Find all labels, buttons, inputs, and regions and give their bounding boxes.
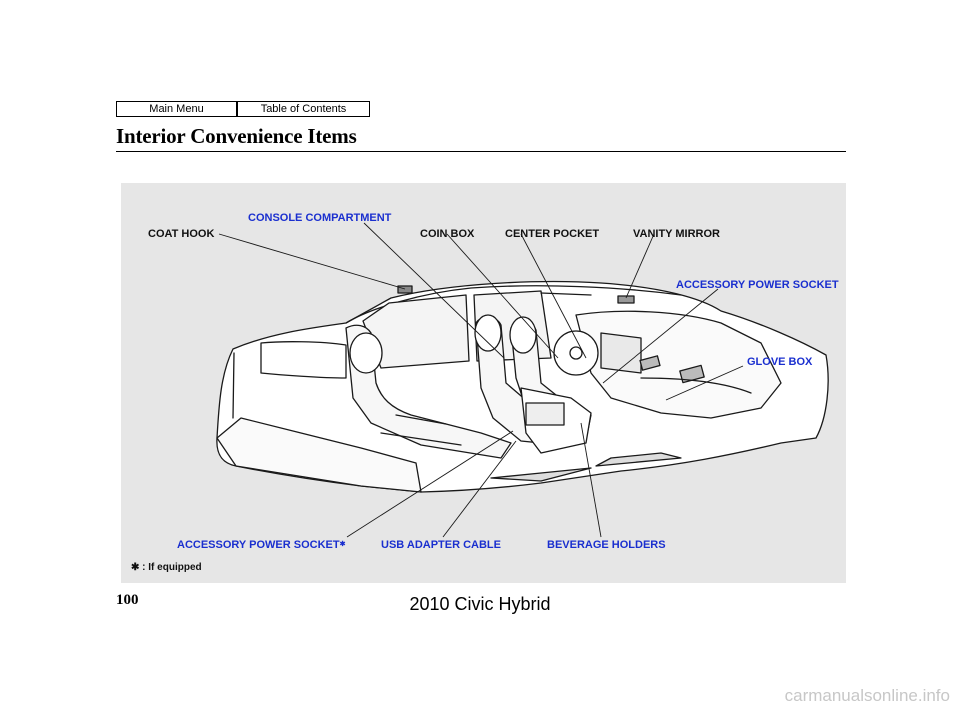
callout-coat-hook: COAT HOOK [148, 228, 215, 240]
callout-console-compartment: CONSOLE COMPARTMENT [248, 212, 392, 224]
callout-accessory-power-socket-console-label: ACCESSORY POWER SOCKET [177, 539, 340, 551]
if-equipped-mark: ✱ [339, 541, 346, 548]
main-menu-button[interactable]: Main Menu [116, 101, 237, 117]
callout-vanity-mirror: VANITY MIRROR [633, 228, 720, 240]
table-of-contents-button[interactable]: Table of Contents [237, 101, 370, 117]
interior-figure: COAT HOOK CONSOLE COMPARTMENT COIN BOX C… [121, 183, 846, 583]
callout-beverage-holders: BEVERAGE HOLDERS [547, 539, 666, 551]
callout-coin-box: COIN BOX [420, 228, 475, 240]
callout-accessory-power-socket-console: ACCESSORY POWER SOCKET✱ [177, 539, 345, 551]
page-number: 100 [116, 592, 139, 608]
callout-accessory-power-socket-front: ACCESSORY POWER SOCKET [676, 279, 839, 291]
model-name: 2010 Civic Hybrid [409, 594, 551, 614]
watermark: carmanualsonline.info [784, 686, 950, 705]
callout-usb-adapter-cable: USB ADAPTER CABLE [381, 539, 501, 551]
car-interior-illustration [216, 222, 829, 538]
footnote-mark: ✱ [131, 562, 140, 573]
footnote-text: : If equipped [142, 562, 202, 573]
if-equipped-footnote: ✱ : If equipped [131, 562, 202, 573]
title-divider [116, 151, 846, 152]
callout-center-pocket: CENTER POCKET [505, 228, 600, 240]
page-title: Interior Convenience Items [116, 124, 357, 148]
callout-glove-box: GLOVE BOX [747, 356, 813, 368]
